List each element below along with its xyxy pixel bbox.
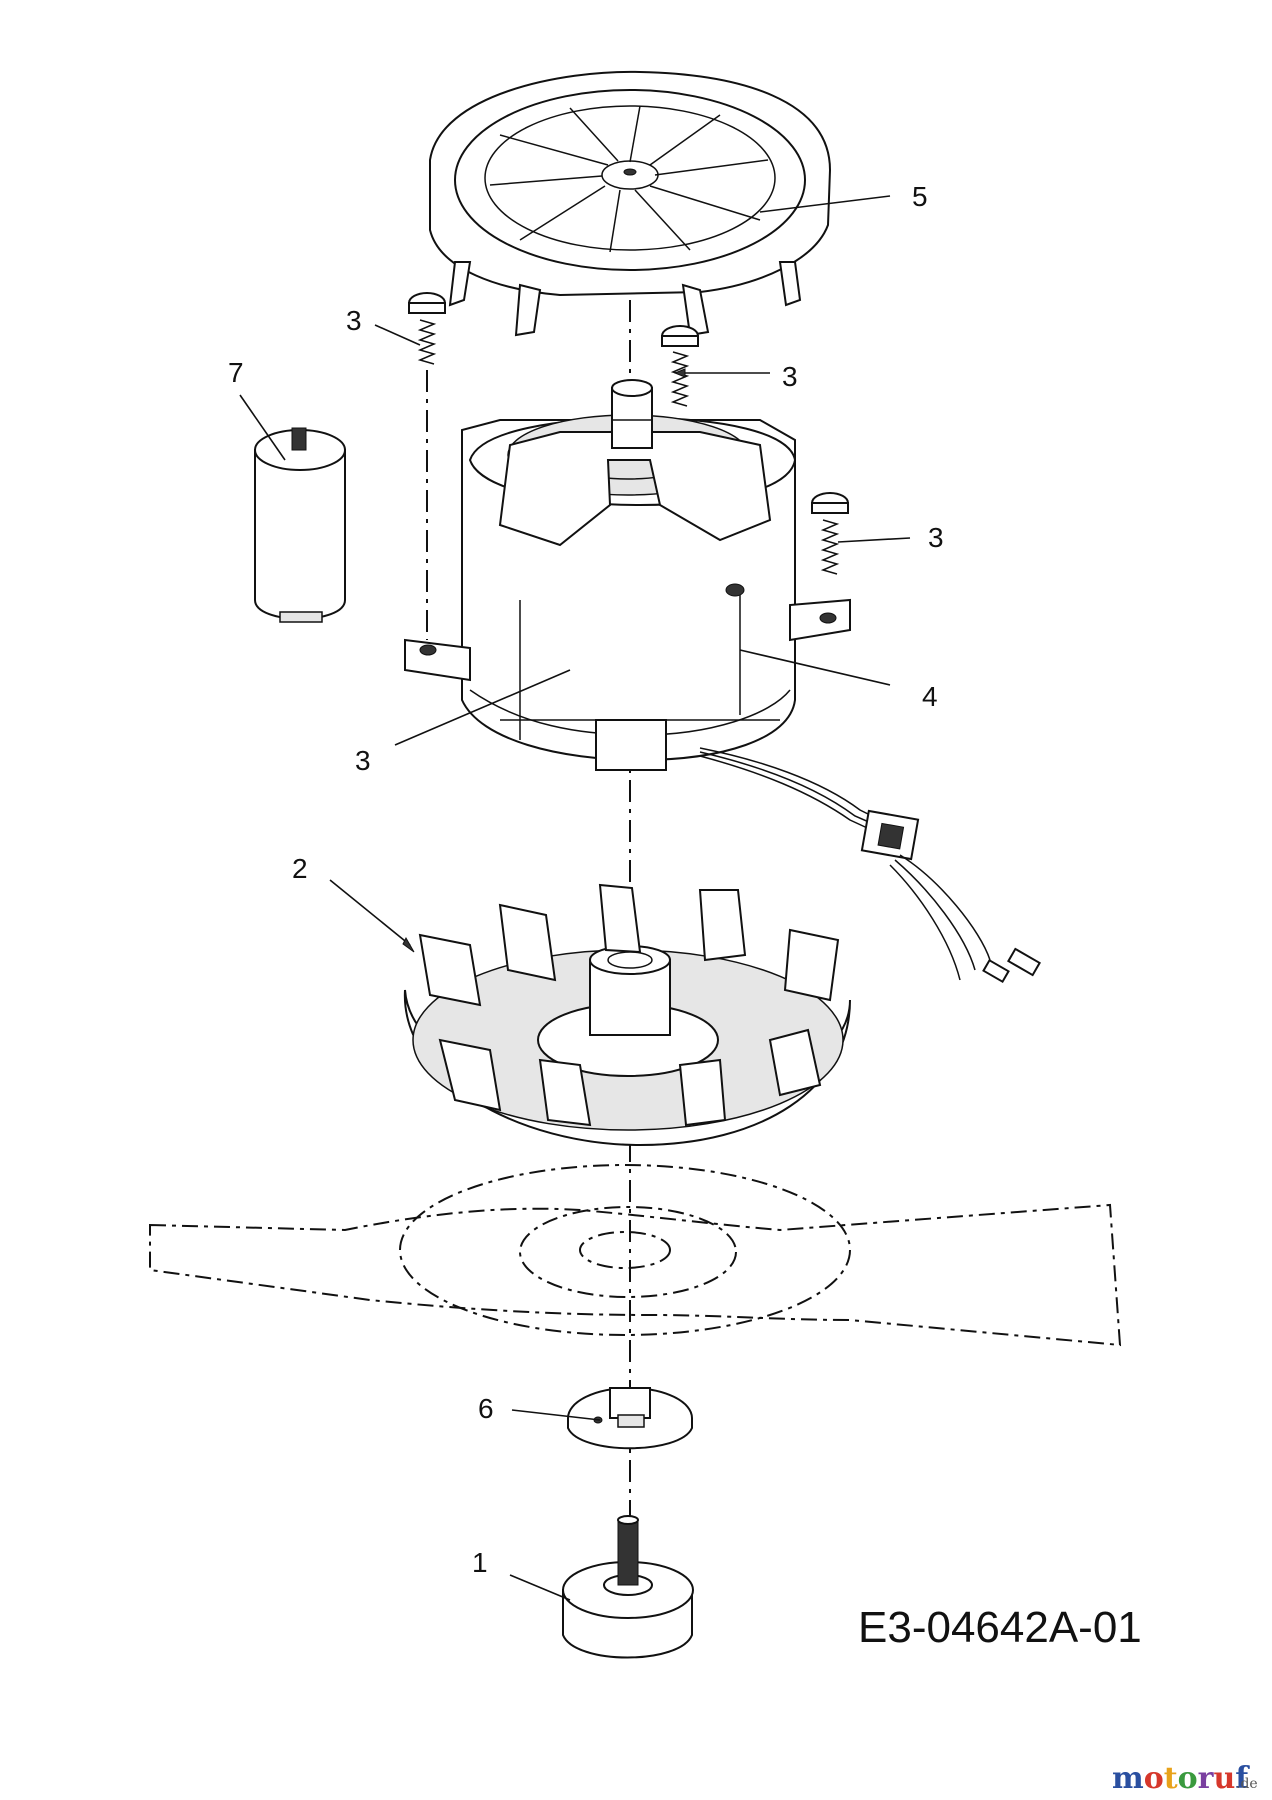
callout-1: 1 <box>472 1547 488 1578</box>
part-3-screw-top-right <box>661 325 699 407</box>
part-2-impeller-fan <box>403 883 851 1147</box>
watermark-logo: motoruf .de <box>1112 1761 1258 1796</box>
svg-text:.de: .de <box>1236 1776 1258 1792</box>
mower-blade <box>149 1164 1122 1347</box>
callout-5: 5 <box>912 181 928 212</box>
callout-3-top-left: 3 <box>346 305 362 336</box>
drawing-code: E3-04642A-01 <box>858 1603 1142 1652</box>
callout-4: 4 <box>922 681 938 712</box>
leader-lines <box>239 195 911 1601</box>
callout-2: 2 <box>292 853 308 884</box>
part-6-blade-adapter <box>567 1387 693 1450</box>
motor-wiring-harness <box>699 747 1041 984</box>
part-1-blade-bolt <box>562 1515 694 1659</box>
part-5-fan-cover <box>429 70 832 337</box>
callout-3-top-right: 3 <box>782 361 798 392</box>
part-3-screw-right <box>811 492 849 575</box>
callout-6: 6 <box>478 1393 494 1424</box>
svg-text:motoruf: motoruf <box>1112 1761 1250 1796</box>
callout-7: 7 <box>228 357 244 388</box>
part-4-motor <box>404 379 851 771</box>
callout-3-front: 3 <box>355 745 371 776</box>
callout-3-right: 3 <box>928 522 944 553</box>
part-7-capacitor <box>254 427 346 623</box>
part-3-screw-top-left <box>408 292 446 365</box>
